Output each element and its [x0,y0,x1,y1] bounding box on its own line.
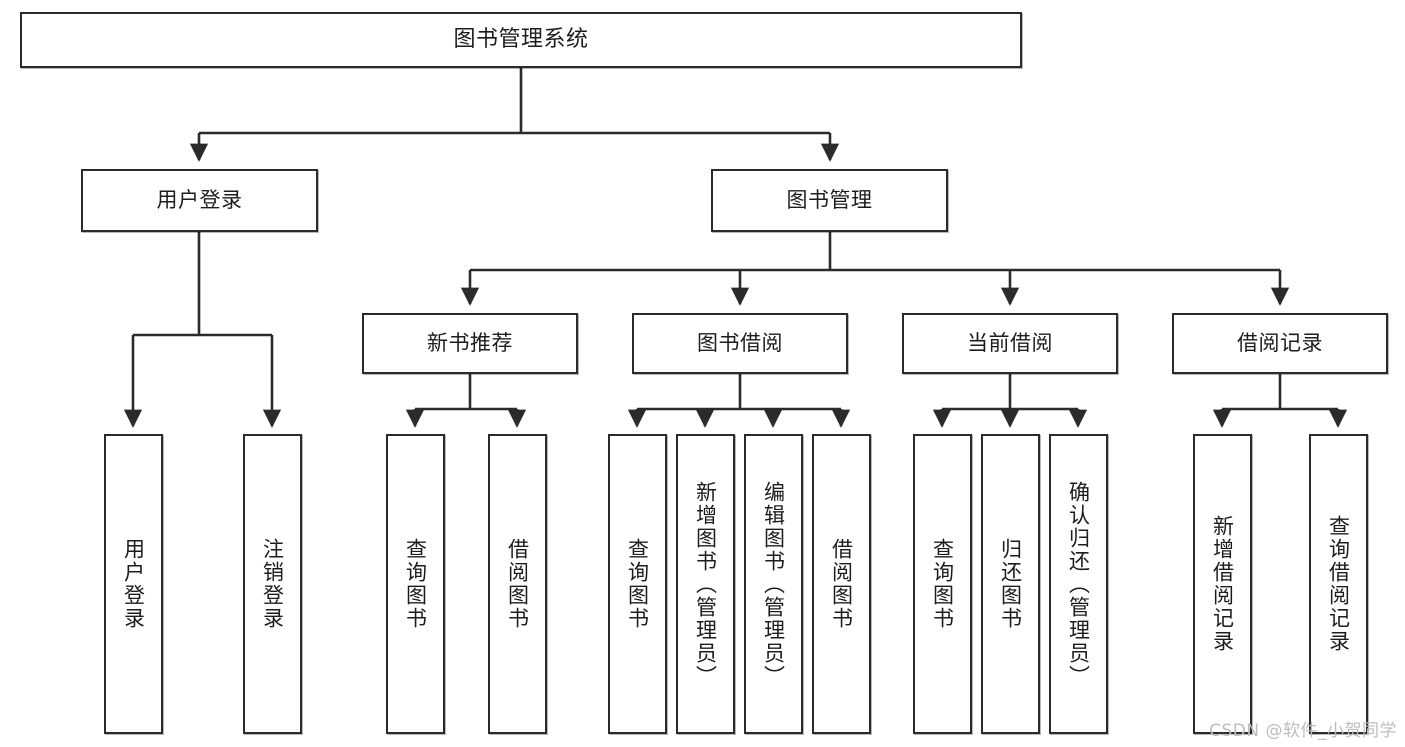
leaf-book-borrow-add-label: 新增图书（管理员） [693,480,718,688]
leaf-borrow-record-add-label: 新增借阅记录 [1210,515,1235,653]
node-current-borrow[interactable]: 当前借阅 [902,313,1118,374]
leaf-borrow-record-query[interactable]: 查询借阅记录 [1309,434,1368,734]
node-root[interactable]: 图书管理系统 [20,12,1022,68]
leaf-book-borrow-query-label: 查询图书 [625,538,650,630]
leaf-current-borrow-query[interactable]: 查询图书 [913,434,972,734]
node-user-login-label: 用户登录 [156,188,243,213]
leaf-user-login-logout-label: 注销登录 [260,538,285,630]
leaf-current-borrow-query-label: 查询图书 [930,538,955,630]
leaf-book-borrow-edit[interactable]: 编辑图书（管理员） [744,434,803,734]
leaf-book-borrow-edit-label: 编辑图书（管理员） [761,480,786,688]
leaf-current-borrow-return[interactable]: 归还图书 [981,434,1040,734]
leaf-book-borrow-add[interactable]: 新增图书（管理员） [676,434,735,734]
node-root-label: 图书管理系统 [453,27,589,53]
node-borrow-record-label: 借阅记录 [1237,331,1323,356]
node-user-login[interactable]: 用户登录 [81,169,318,232]
node-new-book-label: 新书推荐 [427,331,513,356]
node-book-borrow[interactable]: 图书借阅 [632,313,848,374]
leaf-new-book-query-label: 查询图书 [403,538,428,630]
leaf-book-borrow-borrow[interactable]: 借阅图书 [812,434,871,734]
leaf-current-borrow-confirm[interactable]: 确认归还（管理员） [1049,434,1108,734]
node-new-book[interactable]: 新书推荐 [362,313,578,374]
leaf-borrow-record-query-label: 查询借阅记录 [1326,515,1351,653]
leaf-new-book-borrow[interactable]: 借阅图书 [488,434,547,734]
node-book-borrow-label: 图书借阅 [697,331,783,356]
watermark: CSDN @软件_小贺同学 [1209,721,1397,741]
node-book-manage[interactable]: 图书管理 [711,169,948,232]
node-book-manage-label: 图书管理 [786,188,873,213]
leaf-new-book-query[interactable]: 查询图书 [386,434,445,734]
leaf-user-login-logout[interactable]: 注销登录 [243,434,302,734]
node-current-borrow-label: 当前借阅 [967,331,1053,356]
leaf-current-borrow-return-label: 归还图书 [998,538,1023,630]
node-borrow-record[interactable]: 借阅记录 [1172,313,1388,374]
leaf-book-borrow-query[interactable]: 查询图书 [608,434,667,734]
leaf-user-login-login[interactable]: 用户登录 [104,434,163,734]
leaf-borrow-record-add[interactable]: 新增借阅记录 [1193,434,1252,734]
leaf-new-book-borrow-label: 借阅图书 [505,538,530,630]
leaf-current-borrow-confirm-label: 确认归还（管理员） [1066,480,1091,688]
leaf-book-borrow-borrow-label: 借阅图书 [829,538,854,630]
leaf-user-login-login-label: 用户登录 [121,538,146,630]
